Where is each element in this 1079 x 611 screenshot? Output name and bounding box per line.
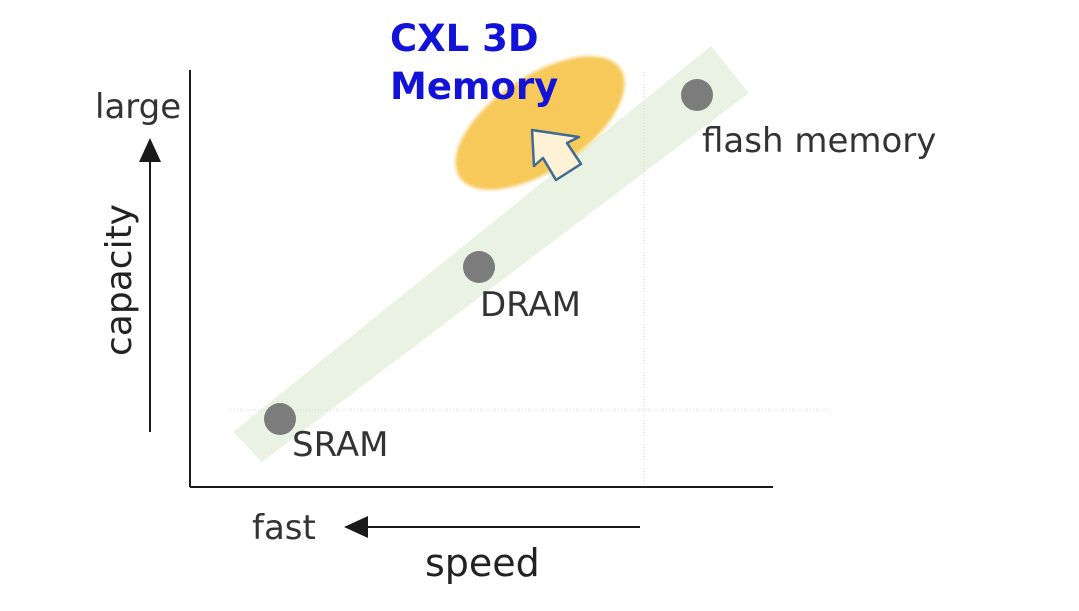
cxl-highlight-ellipse — [455, 56, 625, 190]
up-arrow-icon — [139, 138, 161, 432]
sram-label: SRAM — [292, 425, 389, 465]
cxl-title-line1: CXL 3D — [390, 17, 539, 60]
cxl-title-line2: Memory — [390, 65, 559, 108]
x-axis-title: speed — [425, 541, 540, 585]
sram-point — [264, 403, 296, 435]
x-axis-end-label: fast — [252, 508, 316, 548]
hollow-arrow-icon — [530, 128, 583, 182]
dram-point — [463, 251, 495, 283]
y-axis-title: capacity — [99, 204, 140, 356]
left-arrow-icon — [344, 516, 640, 538]
trend-band — [233, 46, 749, 462]
y-axis-end-label: large — [95, 87, 182, 127]
flash-point — [681, 79, 713, 111]
dram-label: DRAM — [480, 285, 582, 325]
flash-memory-label: flash memory — [702, 121, 937, 161]
